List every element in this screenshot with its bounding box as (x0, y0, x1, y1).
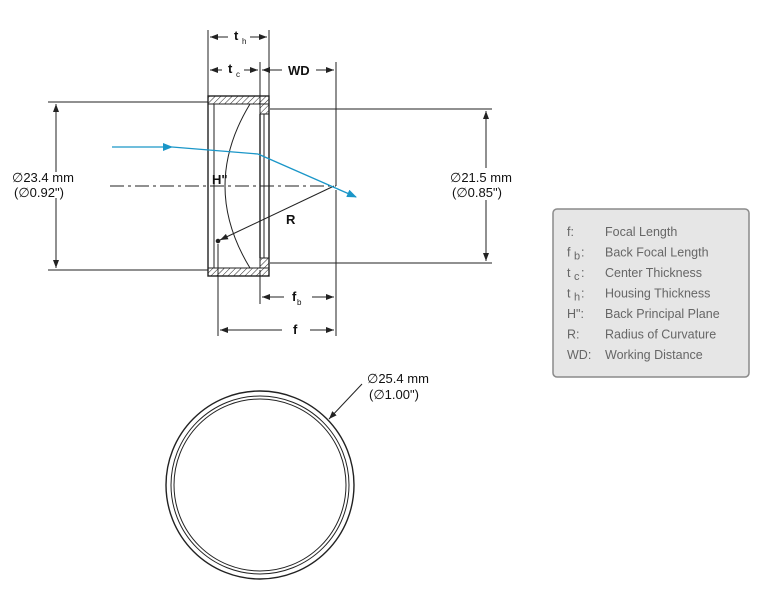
legend-description: Working Distance (605, 348, 703, 362)
side-view (48, 30, 492, 336)
fb-label: f (292, 289, 297, 304)
legend-key: f (567, 246, 571, 260)
ray-outgoing-arrow (257, 153, 357, 198)
right-diameter-mm: ∅21.5 mm (450, 170, 512, 185)
legend-key: t (567, 287, 571, 301)
legend-description: Back Principal Plane (605, 307, 720, 321)
legend-key-suffix: : (581, 266, 584, 280)
right-diameter-in: (∅0.85") (452, 185, 502, 200)
legend-key-sub: c (574, 271, 580, 283)
legend-description: Back Focal Length (605, 246, 709, 260)
legend-key-sub: h (574, 292, 580, 304)
legend-key: f: (567, 225, 574, 239)
housing-hatch-top-right (259, 103, 270, 115)
lens-curved-surface (224, 103, 251, 269)
front-outer-circle (165, 390, 355, 580)
legend-description: Focal Length (605, 225, 677, 239)
front-view (165, 383, 363, 580)
tc-label: t (228, 61, 233, 76)
legend-description: Housing Thickness (605, 287, 710, 301)
fb-label-sub: b (297, 298, 302, 307)
ray-inside-lens (171, 146, 259, 155)
tc-label-sub: c (236, 70, 240, 79)
front-diameter-in: (∅1.00") (369, 387, 419, 402)
legend-key: R: (567, 328, 580, 342)
f-label: f (293, 322, 298, 337)
light-ray (112, 143, 357, 198)
principal-plane-label: H" (212, 172, 228, 187)
th-label: t (234, 28, 239, 43)
front-view-labels: ∅25.4 mm (∅1.00") (367, 371, 429, 402)
left-diameter-in: (∅0.92") (14, 185, 64, 200)
front-inner-circle (173, 398, 347, 572)
legend-background (552, 208, 750, 378)
left-diameter-mm: ∅23.4 mm (12, 170, 74, 185)
radius-line (219, 185, 335, 241)
legend-key: WD: (567, 348, 591, 362)
legend-description: Center Thickness (605, 266, 702, 280)
legend-key: t (567, 266, 571, 280)
housing-hatch-bottom (207, 267, 270, 277)
wd-label: WD (288, 63, 310, 78)
legend-key-suffix: : (581, 246, 584, 260)
side-view-labels: t h t c WD H" R f b f ∅23.4 mm (∅0.92") … (12, 28, 512, 337)
housing-hatch-bottom-right (259, 257, 270, 269)
front-middle-circle (170, 395, 350, 575)
legend-key-sub: b (574, 251, 580, 263)
radius-center-dot (215, 238, 221, 244)
legend-key-suffix: : (581, 287, 584, 301)
front-diameter-mm: ∅25.4 mm (367, 371, 429, 386)
radius-label: R (286, 212, 296, 227)
legend-description: Radius of Curvature (605, 328, 716, 342)
th-label-sub: h (242, 37, 246, 46)
housing-hatch-top (207, 95, 270, 105)
front-diameter-leader (328, 383, 363, 420)
legend-key: H": (567, 307, 584, 321)
